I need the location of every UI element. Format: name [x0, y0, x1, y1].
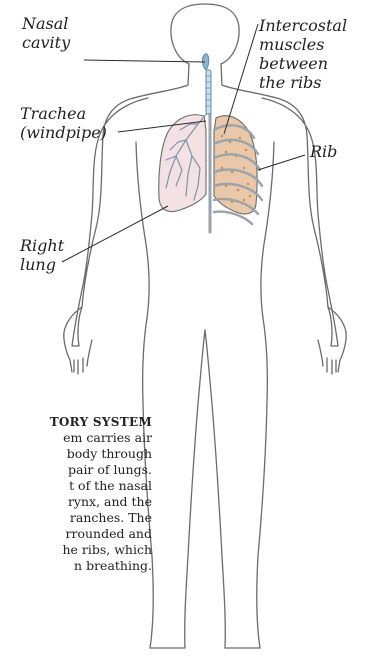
caption-line: pair of lungs.: [0, 462, 152, 478]
leader-intercostal: [224, 24, 258, 134]
label-nasal-cavity-line2: cavity: [22, 33, 70, 52]
label-trachea-line1: Trachea: [20, 104, 107, 123]
label-intercostal-line4: the ribs: [259, 73, 347, 92]
leader-nasal-cavity: [84, 60, 205, 62]
label-intercostal-line2: muscles: [259, 35, 347, 54]
caption-line: body through: [0, 446, 152, 462]
label-right-lung-line2: lung: [20, 255, 64, 274]
caption-title: TORY SYSTEM: [0, 414, 152, 430]
label-trachea-line2: (windpipe): [20, 123, 107, 142]
leader-right-lung: [62, 206, 168, 262]
label-intercostal-line3: between: [259, 54, 347, 73]
label-rib-line1: Rib: [310, 142, 337, 161]
caption-line: he ribs, which: [0, 542, 152, 558]
figure-caption: TORY SYSTEM em carries air body through …: [0, 414, 152, 649]
label-nasal-cavity-line1: Nasal: [22, 14, 70, 33]
label-rib: Rib: [310, 142, 337, 161]
caption-line: ranches. The: [0, 510, 152, 526]
caption-line: em carries air: [0, 430, 152, 446]
silhouette-outline: [72, 64, 338, 346]
right-lung-shape: [159, 115, 206, 212]
airway: [202, 54, 211, 114]
caption-line: rrounded and: [0, 526, 152, 542]
label-intercostal: Intercostal muscles between the ribs: [259, 16, 347, 92]
caption-line: n breathing.: [0, 558, 152, 574]
trachea-tube: [206, 70, 211, 114]
caption-line: rynx, and the: [0, 494, 152, 510]
label-nasal-cavity: Nasal cavity: [22, 14, 70, 52]
leader-rib: [258, 155, 305, 170]
caption-line: t of the nasal: [0, 478, 152, 494]
label-right-lung-line1: Right: [20, 236, 64, 255]
label-trachea: Trachea (windpipe): [20, 104, 107, 142]
label-right-lung: Right lung: [20, 236, 64, 274]
label-intercostal-line1: Intercostal: [259, 16, 347, 35]
torso-right-outline: [205, 142, 274, 648]
